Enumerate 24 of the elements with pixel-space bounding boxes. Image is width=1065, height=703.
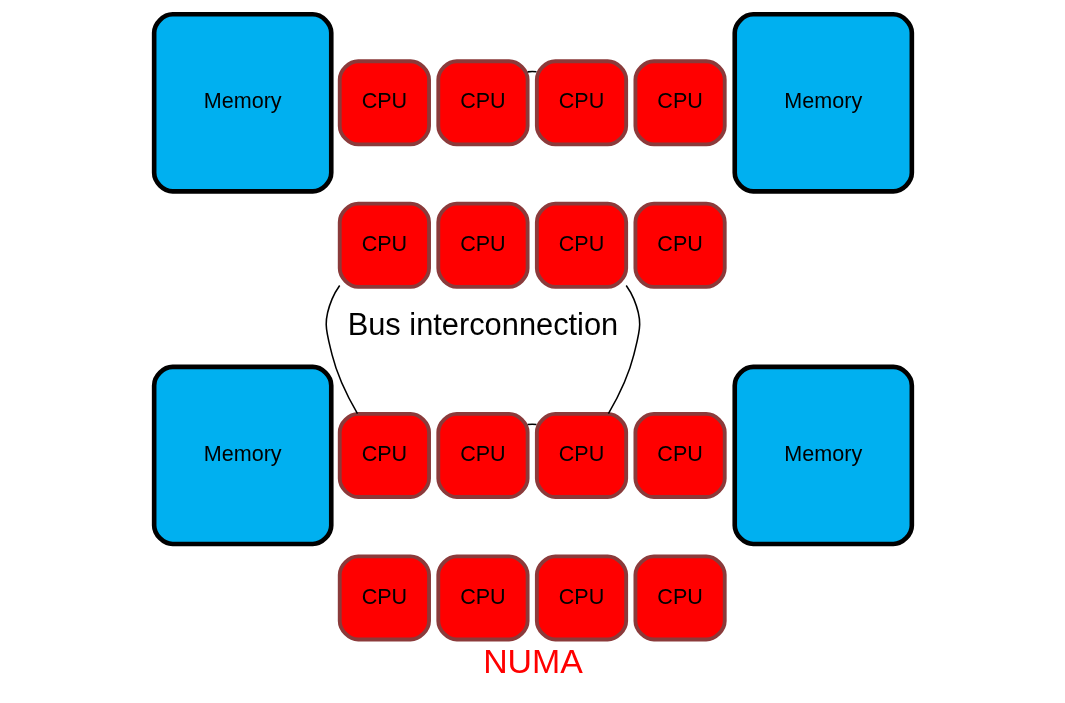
node-box: CPU (534, 554, 628, 642)
label: Bus interconnection (347, 306, 618, 342)
node-box: Memory (151, 11, 334, 194)
node-box: CPU (337, 411, 431, 499)
node-box: CPU (337, 59, 431, 147)
node-box: CPU (534, 201, 628, 289)
node-box: CPU (633, 554, 727, 642)
node-box: Memory (151, 364, 334, 547)
node-box: CPU (534, 411, 628, 499)
node-box: CPU (337, 554, 431, 642)
node-box: CPU (435, 554, 530, 642)
node-box: Memory (731, 11, 914, 194)
node-box: Memory (731, 364, 914, 547)
node-box: CPU (435, 411, 530, 499)
node-box: CPU (435, 59, 530, 147)
connector (607, 284, 640, 415)
node-box: CPU (633, 411, 727, 499)
node-box: CPU (534, 59, 628, 147)
node-box: CPU (435, 201, 530, 289)
node-box: CPU (337, 201, 431, 289)
node-box: CPU (633, 201, 727, 289)
node-box: CPU (633, 59, 727, 147)
caption: NUMA (482, 641, 583, 680)
connector (324, 284, 358, 415)
